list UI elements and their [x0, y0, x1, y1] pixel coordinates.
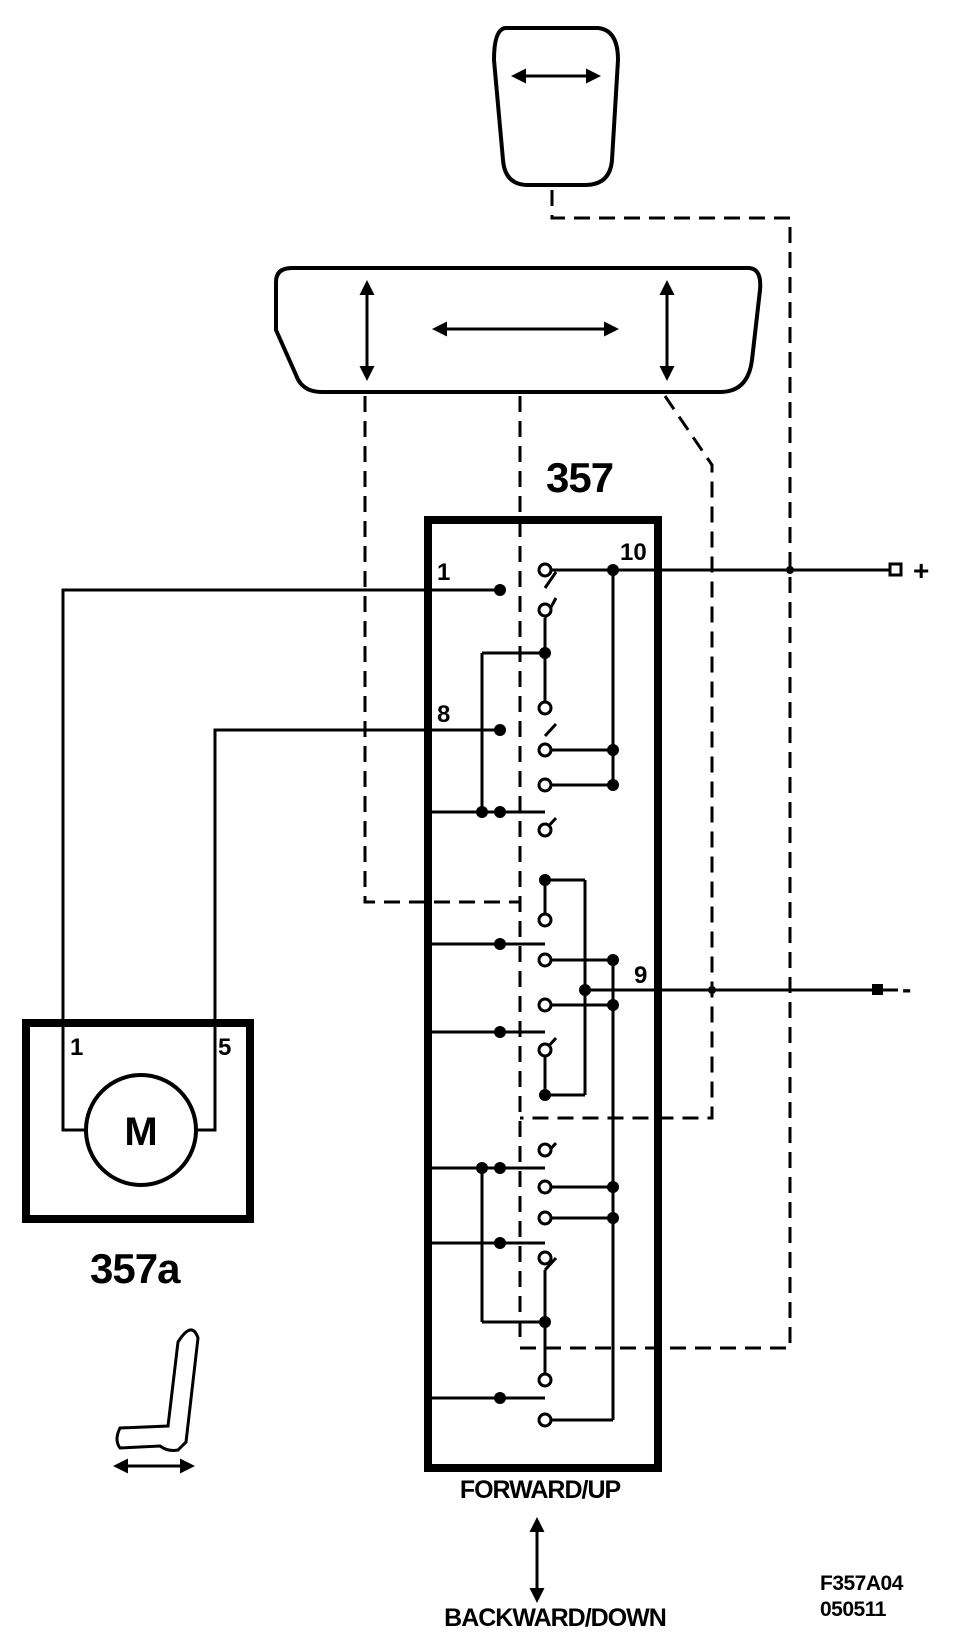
negative-sign: -: [902, 973, 911, 1004]
motor-pin-1: 1: [70, 1034, 83, 1061]
switch-label: 357: [546, 454, 613, 501]
switch-internals: [432, 562, 898, 1428]
motor-wiring: [61, 584, 506, 1132]
direction-bottom-label: BACKWARD/DOWN: [444, 1604, 666, 1632]
switch-pin-8: 8: [437, 701, 450, 728]
motor-357a: M 1 5: [22, 1019, 254, 1223]
mechanical-linkage: [363, 190, 792, 1350]
motor-pin-5: 5: [218, 1034, 231, 1061]
switch-pin-10: 10: [620, 539, 647, 566]
motor-symbol: [84, 1073, 198, 1187]
motor-m-label: M: [124, 1110, 157, 1154]
motor-housing: [22, 1019, 254, 1223]
positive-terminal: +: [888, 555, 929, 586]
positive-sign: +: [913, 555, 929, 586]
negative-terminal: -: [872, 973, 911, 1004]
seat-control-panel: [274, 266, 763, 394]
figure-date: 050511: [820, 1598, 887, 1621]
figure-code: F357A04: [820, 1572, 904, 1595]
seat-icon: [113, 1328, 200, 1474]
switch-357-housing: [424, 516, 662, 1472]
motor-label: 357a: [90, 1245, 181, 1292]
lumbar-knob: [491, 26, 621, 187]
direction-top-label: FORWARD/UP: [460, 1476, 621, 1504]
switch-pin-9: 9: [634, 962, 647, 989]
switch-pin-1: 1: [437, 559, 450, 586]
